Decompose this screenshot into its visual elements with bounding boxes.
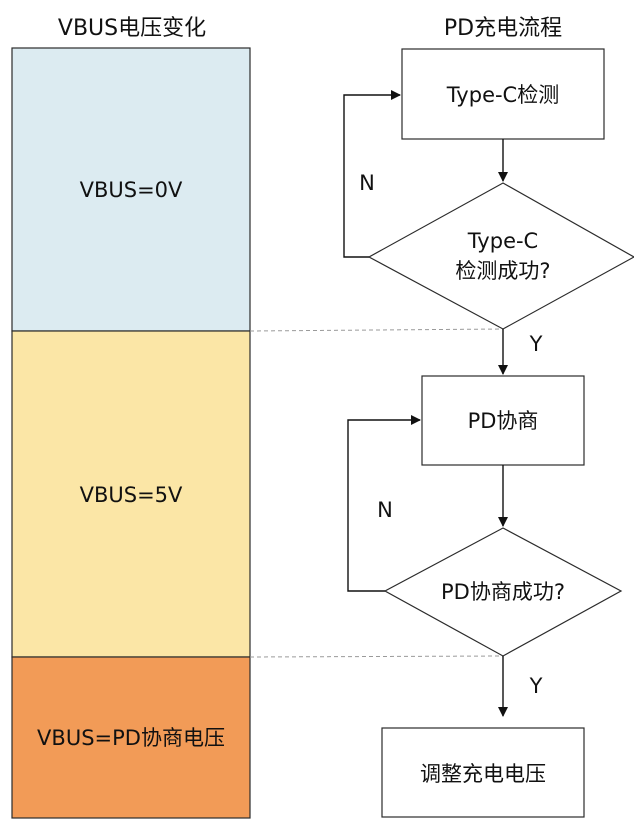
adjust-voltage-box bbox=[381, 727, 585, 818]
yes-label-2: Y bbox=[529, 674, 543, 698]
no-label-1: N bbox=[359, 171, 375, 195]
pd-flow-title: PD充电流程 bbox=[444, 16, 562, 41]
vbus-voltage-title: VBUS电压变化 bbox=[58, 16, 206, 41]
pd-negotiation-label: PD协商 bbox=[468, 409, 539, 433]
band-vbus-5v bbox=[11, 330, 251, 658]
adjust-voltage-label: 调整充电电压 bbox=[420, 762, 546, 786]
band-label-pd: VBUS=PD协商电压 bbox=[37, 726, 225, 750]
band-label-0v: VBUS=0V bbox=[80, 178, 183, 202]
decision1-line2: 检测成功? bbox=[455, 259, 550, 283]
dashed-guide-top bbox=[249, 328, 504, 332]
band-vbus-pd bbox=[11, 656, 251, 819]
typec-detect-box bbox=[401, 48, 605, 140]
loop-arrow-n2 bbox=[347, 415, 421, 592]
yes-label-1: Y bbox=[529, 332, 543, 356]
band-label-5v: VBUS=5V bbox=[80, 483, 183, 507]
decision1-line1: Type-C bbox=[467, 229, 538, 253]
typec-success-decision bbox=[367, 182, 634, 330]
decision2-label: PD协商成功? bbox=[441, 580, 565, 604]
dashed-guide-bottom bbox=[249, 655, 504, 658]
loop-arrow-n1 bbox=[343, 90, 401, 258]
no-label-2: N bbox=[377, 498, 393, 522]
typec-detect-label: Type-C检测 bbox=[446, 83, 559, 107]
band-vbus-0v bbox=[11, 47, 251, 332]
